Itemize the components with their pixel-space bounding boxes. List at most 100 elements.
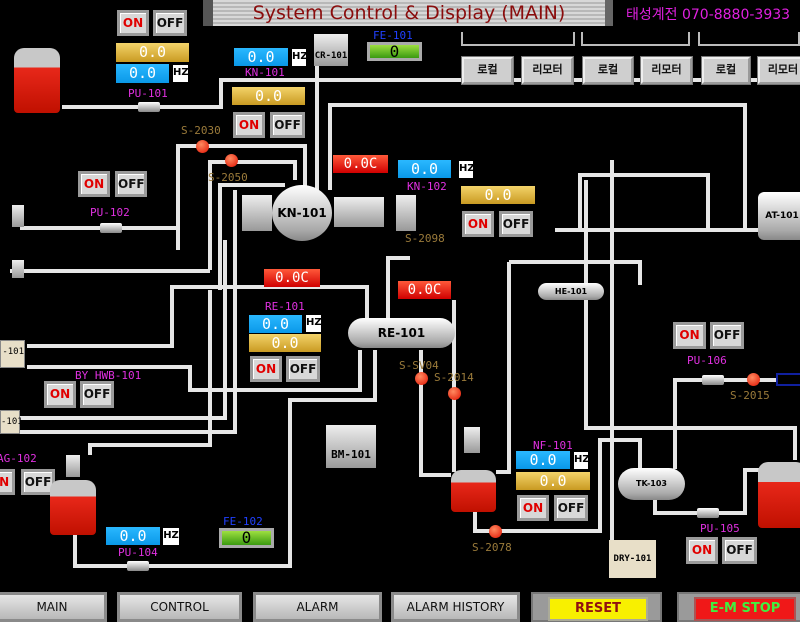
- pipe: [328, 103, 747, 230]
- pu104-hz-display: 0.0: [106, 527, 160, 545]
- kn102-on-button[interactable]: ON: [462, 211, 494, 237]
- pipe: [218, 183, 285, 290]
- pipe: [509, 260, 642, 285]
- kn101-value-display: 0.0: [232, 87, 305, 105]
- remote-button-2[interactable]: 리모터: [640, 56, 693, 85]
- re101-on-button[interactable]: ON: [250, 356, 282, 382]
- nav-main-button[interactable]: MAIN: [0, 592, 107, 622]
- pu101-on-button[interactable]: ON: [117, 10, 149, 36]
- kn102-off-button[interactable]: OFF: [499, 211, 533, 237]
- hz-unit: HZ: [173, 65, 189, 82]
- re101-temp2-display: 0.0C: [398, 281, 451, 299]
- nf101-on-button[interactable]: ON: [517, 495, 549, 521]
- local-button-2[interactable]: 로컬: [582, 56, 634, 85]
- pu101-value-display: 0.0: [116, 43, 189, 62]
- tk103-tank: TK-103: [618, 468, 685, 500]
- pu101-off-button[interactable]: OFF: [153, 10, 187, 36]
- pipe: [27, 285, 369, 348]
- drum-icon: [12, 205, 24, 227]
- drum-icon: [12, 260, 24, 278]
- pu102-off-button[interactable]: OFF: [115, 171, 147, 197]
- ag102-on-button[interactable]: ON: [0, 469, 15, 495]
- pipe: [176, 144, 307, 250]
- valve-s2050-icon[interactable]: [225, 154, 238, 167]
- pipe: [578, 173, 710, 230]
- remote-button-1[interactable]: 리모터: [521, 56, 574, 85]
- nav-alarm-button[interactable]: ALARM: [253, 592, 382, 622]
- kn101-hz-display: 0.0: [234, 48, 288, 66]
- hz-unit: HZ: [574, 452, 590, 469]
- ag102-tank-icon: [50, 480, 96, 535]
- kn101-kneader-vessel: KN-101: [272, 185, 332, 241]
- nf101-hz-display: 0.0: [516, 451, 570, 469]
- hwb101-label: BY HWB-101: [75, 369, 142, 382]
- reset-frame: RESET: [531, 592, 662, 622]
- motor-icon: [242, 195, 272, 231]
- pipe: [653, 468, 780, 515]
- nf101-label: NF-101: [533, 439, 573, 452]
- hwb101-off-button[interactable]: OFF: [80, 381, 114, 408]
- re101-reactor-vessel: RE-101: [348, 318, 455, 348]
- ag102-off-button[interactable]: OFF: [21, 469, 55, 495]
- nav-alarm-history-button[interactable]: ALARM HISTORY: [391, 592, 520, 622]
- divider: [581, 32, 690, 46]
- fe102-flow-display: 0: [219, 528, 274, 548]
- pipe: [20, 240, 227, 420]
- local-button-1[interactable]: 로컬: [461, 56, 514, 85]
- pipe: [27, 350, 362, 392]
- emergency-stop-button[interactable]: E-M STOP: [694, 597, 796, 621]
- hz-unit: HZ: [306, 315, 322, 332]
- product-tank-icon: [758, 462, 800, 528]
- pu105-off-button[interactable]: OFF: [722, 537, 757, 564]
- valve-s2014-icon[interactable]: [448, 387, 461, 400]
- pipe: [584, 180, 797, 460]
- fe101-flow-display: 0: [367, 42, 422, 61]
- kn101-off-button[interactable]: OFF: [270, 112, 305, 138]
- kn101-temp-display: 0.0C: [333, 155, 388, 173]
- pipe: [88, 290, 212, 455]
- s2030-label: S-2030: [181, 124, 221, 137]
- fe102-label: FE-102: [223, 515, 263, 528]
- coupling-icon: [334, 197, 384, 227]
- kn101-on-button[interactable]: ON: [233, 112, 265, 138]
- pu106-on-button[interactable]: ON: [673, 322, 706, 349]
- remote-button-3[interactable]: 리모터: [757, 56, 800, 85]
- re101-value-display: 0.0: [249, 334, 321, 352]
- company-contact: 태성계전 070-8880-3933: [626, 7, 791, 23]
- pu102-label: PU-102: [90, 206, 130, 219]
- pump-icon: [702, 375, 724, 385]
- pu105-on-button[interactable]: ON: [686, 537, 718, 564]
- page-title: System Control & Display (MAIN): [203, 0, 613, 26]
- pu102-on-button[interactable]: ON: [78, 171, 110, 197]
- pu106-off-button[interactable]: OFF: [710, 322, 744, 349]
- bm101-machine-icon: BM-101: [326, 425, 376, 468]
- valve-s2078-icon[interactable]: [489, 525, 502, 538]
- hwb101-on-button[interactable]: ON: [44, 381, 76, 408]
- pipe: [62, 78, 800, 109]
- pu106-label: PU-106: [687, 354, 727, 367]
- s2050-label: S-2050: [208, 171, 248, 184]
- valve-ssv04-icon[interactable]: [415, 372, 428, 385]
- mixer-motor-icon: [464, 427, 480, 453]
- s2014-label: S-2014: [434, 371, 474, 384]
- valve-s2015-icon[interactable]: [747, 373, 760, 386]
- outlet-indicator: [776, 373, 800, 386]
- hwb-unit-1: -101: [0, 340, 25, 368]
- local-button-3[interactable]: 로컬: [701, 56, 751, 85]
- estop-frame: E-M STOP: [677, 592, 800, 622]
- re101-label: RE-101: [265, 300, 305, 313]
- hz-unit: HZ: [163, 528, 179, 545]
- pipe: [419, 350, 451, 477]
- hwb-unit-2: -101: [0, 410, 23, 434]
- nf101-off-button[interactable]: OFF: [554, 495, 588, 521]
- he101-heat-exchanger: HE-101: [538, 283, 604, 300]
- kn102-label: KN-102: [407, 180, 447, 193]
- re101-off-button[interactable]: OFF: [286, 356, 320, 382]
- ag102-label: AG-102: [0, 452, 37, 465]
- s2015-label: S-2015: [730, 389, 770, 402]
- nav-control-button[interactable]: CONTROL: [117, 592, 242, 622]
- valve-s2030-icon[interactable]: [196, 140, 209, 153]
- s2098-label: S-2098: [405, 232, 445, 245]
- reset-button[interactable]: RESET: [548, 597, 648, 621]
